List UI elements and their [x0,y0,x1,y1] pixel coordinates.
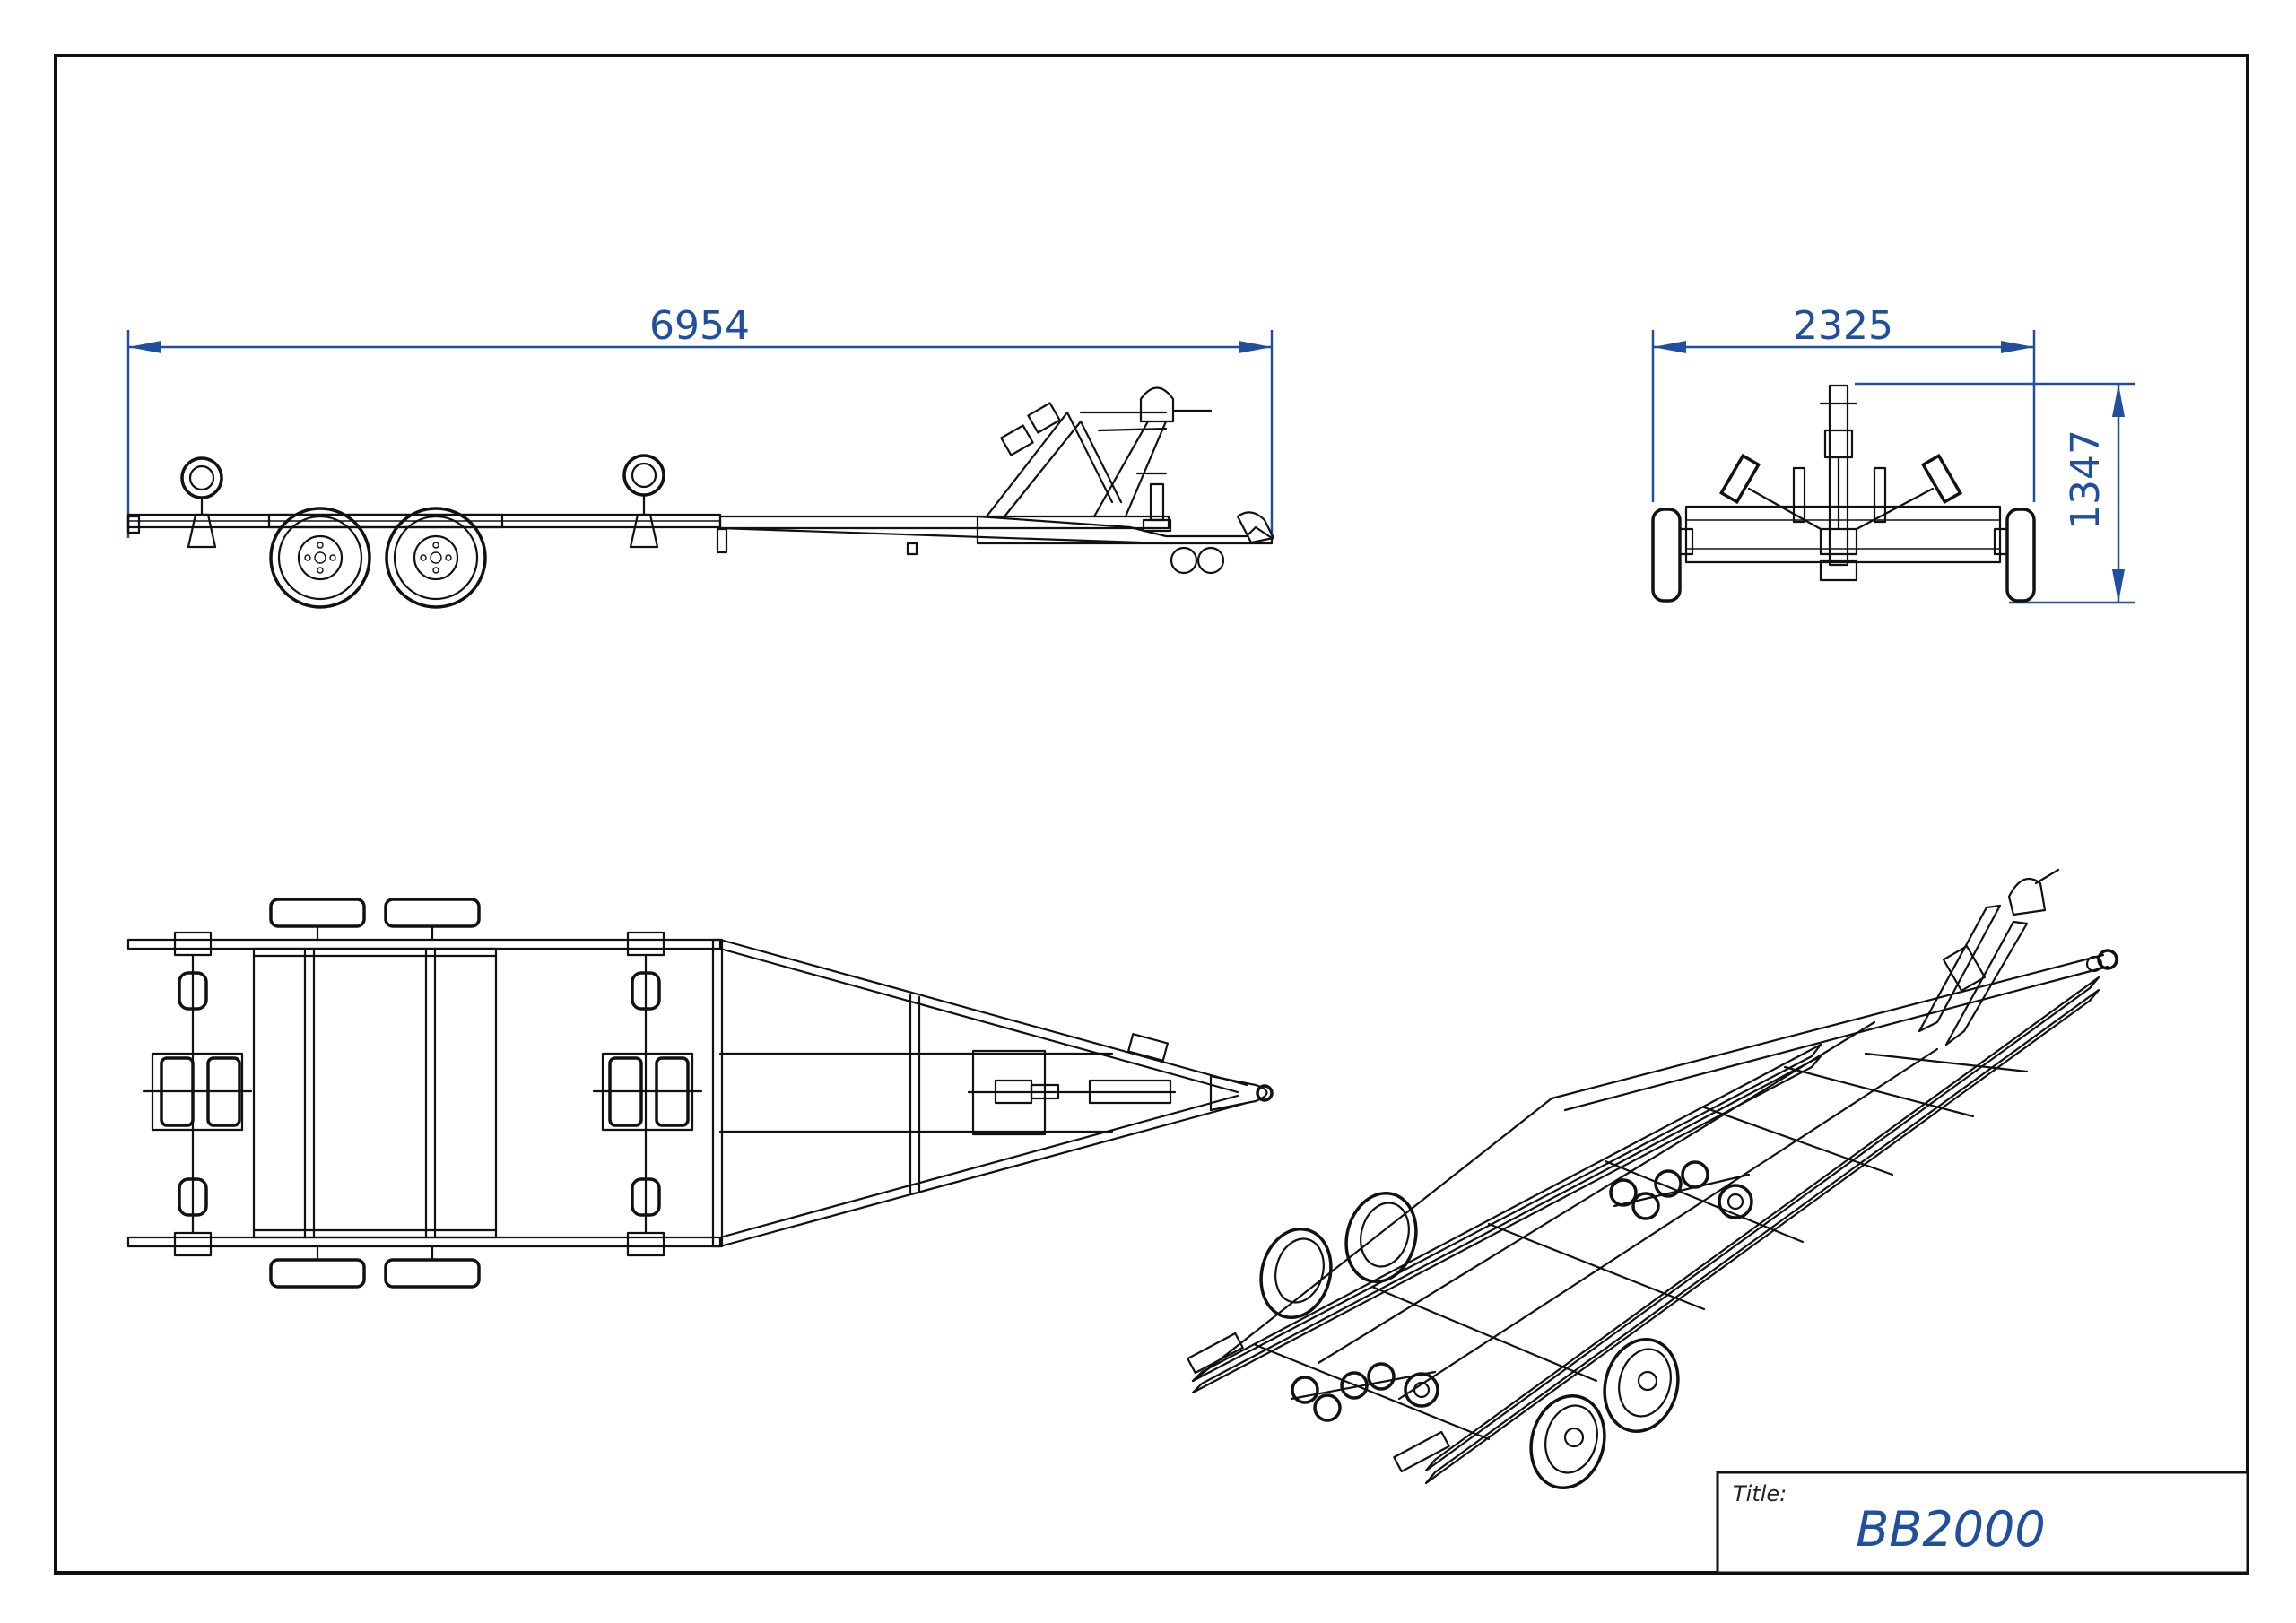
width-dimension-value: 2325 [1793,303,1893,349]
top-roller-rear [142,931,253,1257]
iso-wheel-near-2 [1603,1337,1680,1434]
height-dimension: 1347 [1855,382,2135,604]
iso-wheel-near-1 [1529,1393,1606,1490]
side-wheel-front [385,507,487,609]
front-view: 2325 1347 [1651,303,2135,604]
iso-roller-mid [1609,1160,1753,1220]
title-block: Title: BB2000 [1716,1471,2249,1575]
side-wheel-rear [269,507,371,609]
iso-wheel-far-2 [1344,1191,1418,1284]
top-view [126,898,1274,1289]
side-roller-rear [180,456,223,549]
title-label: Title: [1733,1481,1787,1506]
iso-wheel-far-1 [1259,1227,1333,1320]
top-roller-mid [592,931,703,1257]
drawing-frame [54,54,2249,1575]
length-dimension-value: 6954 [649,303,750,349]
isometric-view [1187,868,2118,1490]
height-dimension-value: 1347 [2063,430,2109,530]
length-dimension: 6954 [126,303,1274,538]
side-roller-mid [622,454,728,554]
iso-roller-rear [1290,1362,1439,1422]
drawing-title: BB2000 [1856,1501,2046,1558]
width-dimension: 2325 [1651,303,2036,502]
side-view: 6954 [126,303,1275,609]
